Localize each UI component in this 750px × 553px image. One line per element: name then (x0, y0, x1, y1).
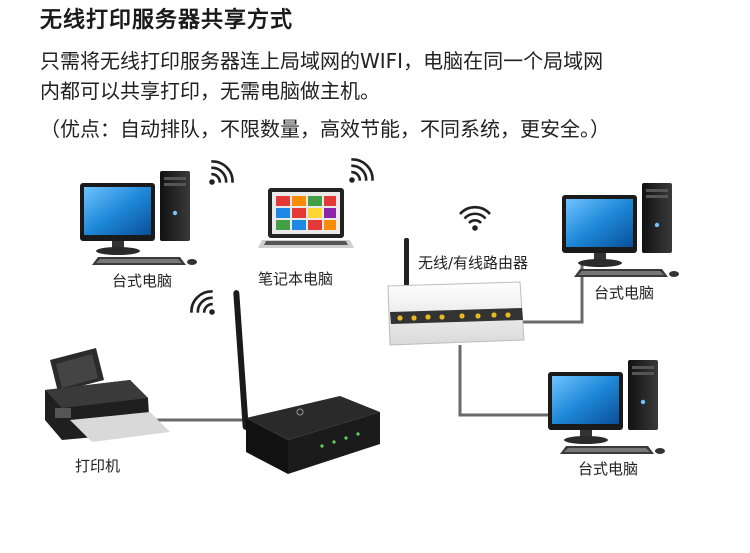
laptop-label: 笔记本电脑 (258, 270, 334, 288)
desktop-right-bottom-label: 台式电脑 (578, 460, 639, 478)
desktop-left-label: 台式电脑 (112, 272, 173, 290)
desktop-computer-left-image (80, 171, 197, 265)
cable-router-to-desktop-top (522, 262, 584, 324)
desktop-computer-right-top-image (562, 183, 679, 277)
description: 只需将无线打印服务器连上局域网的WIFI，电脑在同一个局域网 内都可以共享打印，… (40, 46, 750, 106)
advantages-text: （优点：自动排队，不限数量，高效节能，不同系统，更安全。） (40, 117, 610, 141)
wifi-icon (338, 153, 379, 194)
print-server-image (233, 290, 380, 474)
printer-label: 打印机 (75, 457, 121, 475)
description-line-1: 只需将无线打印服务器连上局域网的WIFI，电脑在同一个局域网 (40, 49, 604, 73)
description-line-2: 内都可以共享打印，无需电脑做主机。 (40, 79, 380, 103)
desktop-right-top-label: 台式电脑 (594, 284, 655, 302)
printer-image (45, 348, 170, 442)
wifi-icon (198, 155, 239, 196)
cable-router-to-desktop-bottom (458, 345, 548, 417)
router-label: 无线/有线路由器 (418, 254, 529, 272)
desktop-computer-right-bottom-image (548, 360, 665, 454)
wifi-icon (458, 205, 492, 233)
page-title: 无线打印服务器共享方式 (40, 8, 294, 33)
laptop-image (258, 188, 354, 248)
wifi-icon (185, 285, 226, 326)
router-image (387, 238, 525, 346)
network-cables (145, 262, 584, 422)
